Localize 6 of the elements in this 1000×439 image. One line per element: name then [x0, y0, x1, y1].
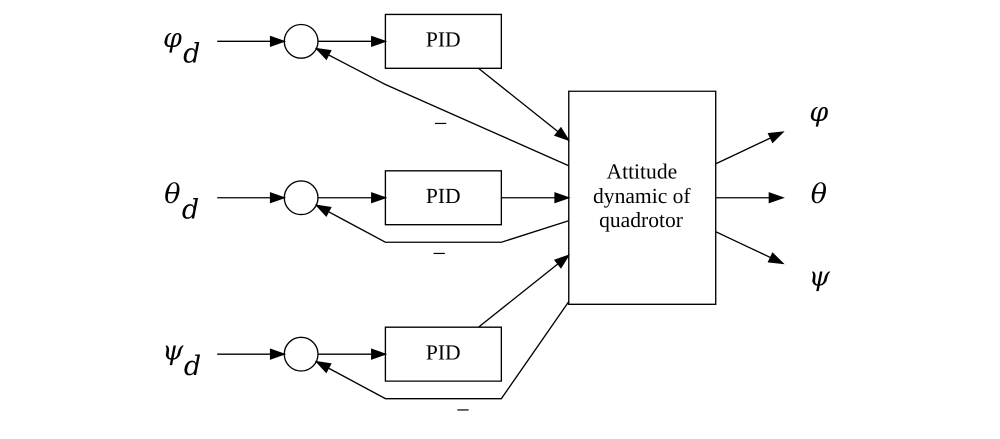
node-text: θ	[810, 178, 828, 210]
edge-label: −	[434, 110, 448, 138]
node-text: φ	[809, 96, 828, 128]
node-text: ψ	[808, 260, 830, 292]
edge-label: −	[456, 396, 470, 424]
edge-label: −	[432, 240, 446, 268]
